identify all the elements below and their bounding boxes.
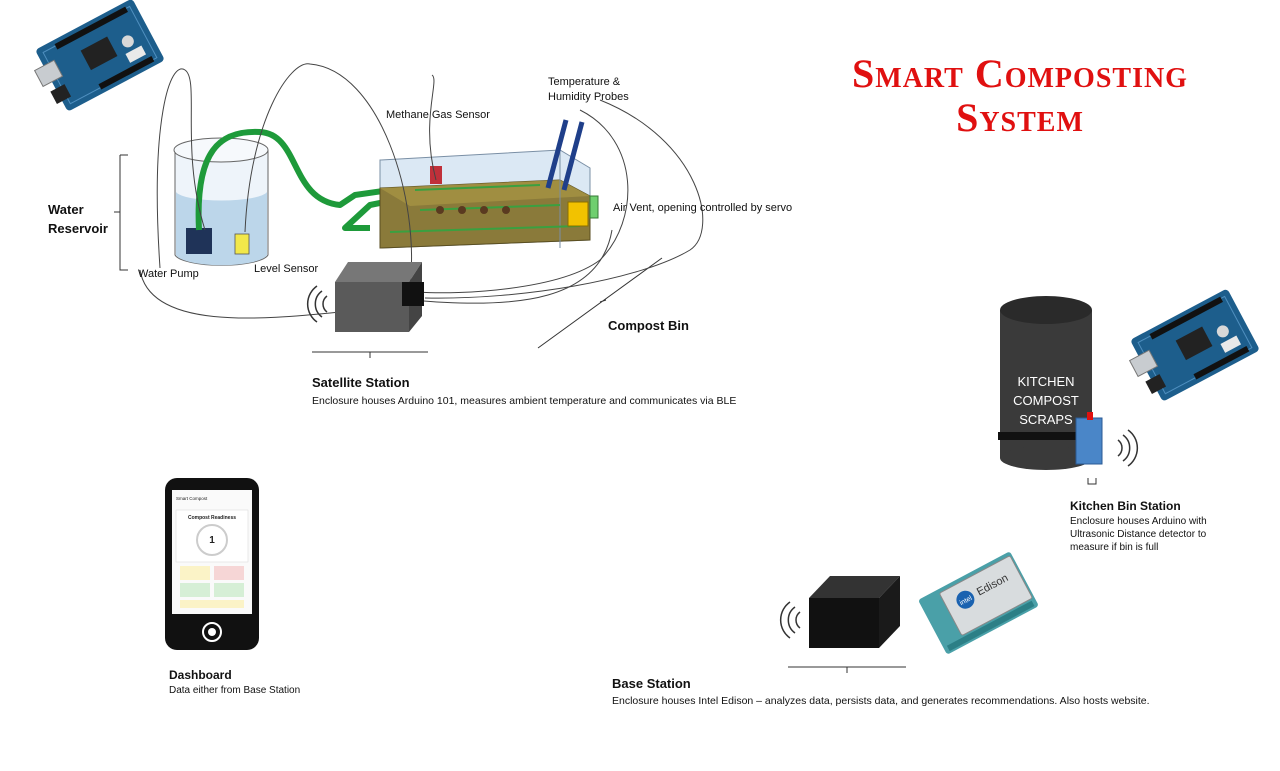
wireless-signal-icon xyxy=(779,601,801,639)
wireless-signal-icon xyxy=(306,285,328,323)
dashboard-description: Data either from Base Station xyxy=(169,685,301,696)
air-vent-label: Air Vent, opening controlled by servo xyxy=(613,202,793,214)
phone-app-title: Smart Compost xyxy=(176,496,208,501)
temp-probes-label: Temperature & Humidity Probes xyxy=(548,76,629,103)
satellite-station-description: Enclosure houses Arduino 101, measures a… xyxy=(312,395,737,407)
title-line-2: System xyxy=(956,95,1084,140)
satellite-station-box xyxy=(335,262,424,332)
servo-icon xyxy=(589,195,599,219)
phone-gauge-value: 1 xyxy=(209,535,215,546)
compost-bin xyxy=(379,119,599,249)
kitchen-bin-station-description: Enclosure houses Arduino with Ultrasonic… xyxy=(1070,516,1207,553)
water-pump-icon xyxy=(186,228,212,254)
kitchen-bin-text: KITCHEN COMPOST SCRAPS xyxy=(1013,374,1079,427)
methane-sensor-icon xyxy=(430,166,442,184)
smartphone-icon: Smart Compost Compost Readiness 1 xyxy=(165,478,259,650)
humidity-probe-icon xyxy=(561,121,585,191)
kitchen-bin-station-heading: Kitchen Bin Station xyxy=(1070,499,1181,513)
title-line-1: Smart Composting xyxy=(852,51,1188,96)
base-station-heading: Base Station xyxy=(612,676,691,691)
level-sensor-icon xyxy=(234,233,250,255)
arduino-board-icon xyxy=(1120,287,1261,408)
level-sensor-label: Level Sensor xyxy=(254,263,319,275)
temperature-probe-icon xyxy=(545,119,569,189)
diagram-title: Smart Composting System xyxy=(800,52,1240,140)
wireless-signal-icon xyxy=(1117,429,1139,467)
base-station-description: Enclosure houses Intel Edison – analyzes… xyxy=(612,695,1150,707)
water-reservoir-label: Water Reservoir xyxy=(48,202,108,236)
arduino-board-icon xyxy=(25,0,166,118)
compost-bin-label: Compost Bin xyxy=(608,318,689,333)
hose-icon xyxy=(195,128,423,231)
air-vent-icon xyxy=(567,201,589,227)
phone-card-title: Compost Readiness xyxy=(188,515,236,521)
intel-edison-chip-icon: intel Edison xyxy=(919,552,1038,654)
satellite-station-heading: Satellite Station xyxy=(312,375,410,390)
methane-sensor-label: Methane Gas Sensor xyxy=(386,109,490,121)
base-station-box xyxy=(809,576,900,648)
kitchen-compost-bin xyxy=(998,296,1103,470)
water-pump-label: Water Pump xyxy=(138,268,199,280)
dashboard-heading: Dashboard xyxy=(169,668,232,682)
water-reservoir xyxy=(173,137,269,266)
